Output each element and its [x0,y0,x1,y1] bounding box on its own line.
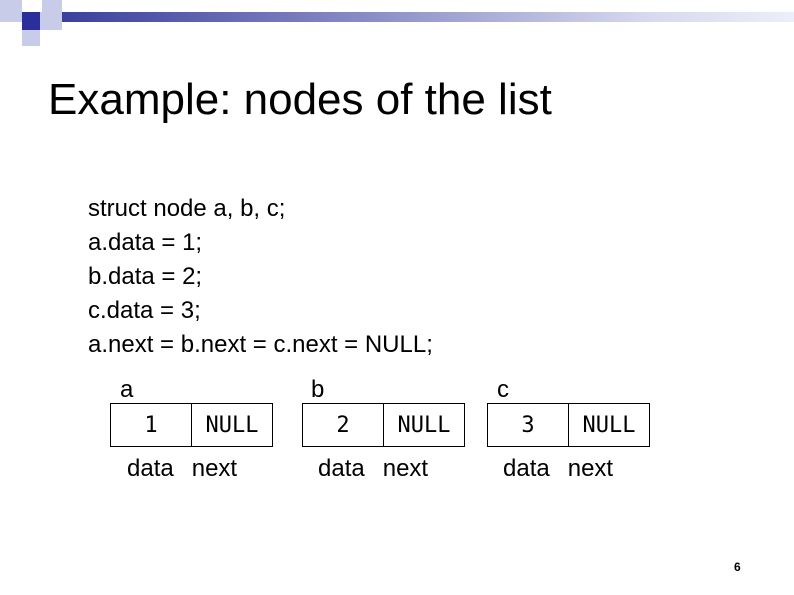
node-next-cell: NULL [397,412,451,438]
code-line: struct node a, b, c; [88,195,286,222]
node-data-cell: 2 [303,404,384,446]
data-label: data [503,455,550,482]
header-decor-square [22,30,40,46]
code-line: b.data = 2; [88,263,203,290]
header-decor-bar [62,12,794,22]
node-data-cell: 3 [488,404,569,446]
header-decor-square [0,0,22,22]
page-number: 6 [734,560,741,574]
code-block: struct node a, b, c; a.data = 1; b.data … [88,192,433,362]
node-data-cell: 1 [111,404,192,446]
node-next-cell: NULL [205,412,259,438]
next-label: next [191,455,238,482]
data-label: data [127,455,174,482]
node-field-labels: data next [127,454,237,484]
node-box-c: 3 NULL [487,403,650,447]
node-name-a: a [120,376,134,403]
next-label: next [567,455,614,482]
header-decor-square [42,0,62,12]
header-decor-square [40,12,62,30]
code-line: a.data = 1; [88,229,203,256]
node-box-b: 2 NULL [302,403,465,447]
node-name-c: c [497,376,509,403]
code-line: a.next = b.next = c.next = NULL; [88,331,433,358]
next-label: next [382,455,429,482]
node-name-b: b [311,376,325,403]
code-line: c.data = 3; [88,297,201,324]
node-field-labels: data next [318,454,428,484]
header-decor-square [22,12,40,30]
node-box-a: 1 NULL [110,403,273,447]
slide-title: Example: nodes of the list [48,75,552,124]
node-field-labels: data next [503,454,613,484]
node-next-cell: NULL [582,412,636,438]
data-label: data [318,455,365,482]
